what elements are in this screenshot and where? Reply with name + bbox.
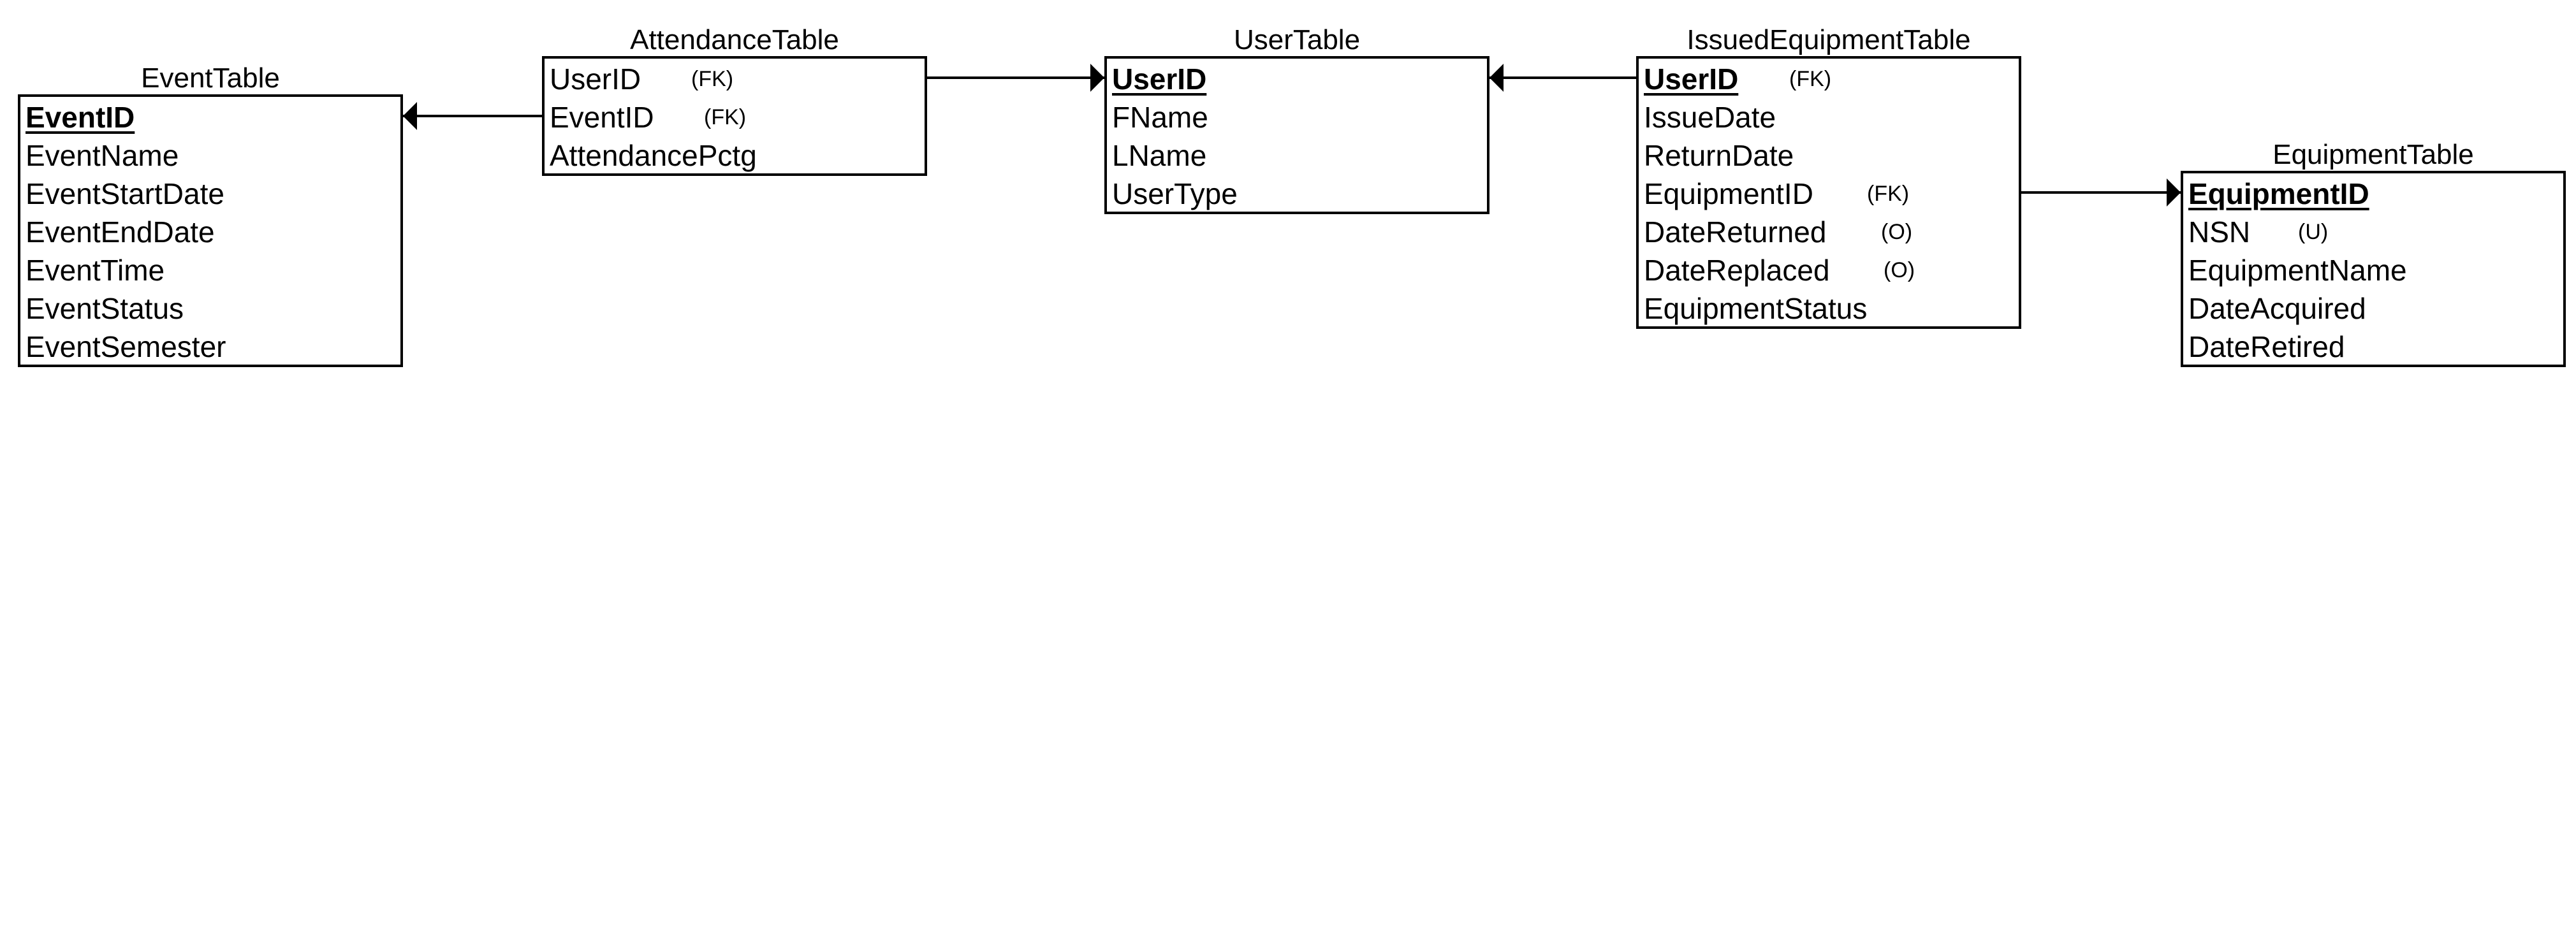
event-field-row[interactable]: EventEndDate	[20, 213, 400, 251]
field-name: AttendancePctg	[550, 139, 757, 172]
field-name: NSN	[2188, 215, 2251, 249]
event-table-title: EventTable	[141, 62, 280, 94]
field-constraint-marker: (FK)	[691, 67, 734, 91]
field-name: ReturnDate	[1644, 139, 1794, 172]
attendance-field-row[interactable]: UserID (FK)	[545, 60, 925, 98]
field-name: LName	[1112, 139, 1207, 172]
equipment-field-row[interactable]: NSN (U)	[2183, 213, 2563, 251]
issued-field-row[interactable]: EquipmentID (FK)	[1639, 175, 2019, 213]
attendance-field-row[interactable]: AttendancePctg	[545, 136, 925, 175]
field-name: EquipmentStatus	[1644, 292, 1868, 325]
user-field-row[interactable]: UserType	[1107, 175, 1487, 213]
field-name: EventStatus	[26, 292, 184, 325]
field-constraint-marker: (O)	[1884, 258, 1915, 282]
equipment-field-row[interactable]: DateAcquired	[2183, 289, 2563, 328]
field-name: EventEndDate	[26, 215, 215, 249]
primary-key-field-name: UserID	[1112, 62, 1207, 96]
issued-field-row[interactable]: EquipmentStatus	[1639, 289, 2019, 328]
issued-field-row[interactable]: ReturnDate	[1639, 136, 2019, 175]
issued-field-row[interactable]: DateReplaced (O)	[1639, 251, 2019, 289]
field-constraint-marker: (FK)	[704, 105, 747, 129]
field-constraint-marker: (O)	[1881, 220, 1913, 244]
equipment-field-row[interactable]: EquipmentID	[2183, 175, 2563, 213]
field-name: DateReplaced	[1644, 254, 1830, 287]
field-name: IssueDate	[1644, 101, 1776, 134]
field-name: EquipmentName	[2188, 254, 2407, 287]
field-constraint-marker: (FK)	[1789, 67, 1832, 91]
issued-field-row[interactable]: UserID (FK)	[1639, 60, 2019, 98]
user-field-row[interactable]: UserID	[1107, 60, 1487, 98]
issued-table-title: IssuedEquipmentTable	[1687, 24, 1971, 55]
field-name: UserID	[550, 62, 641, 96]
event-field-row[interactable]: EventTime	[20, 251, 400, 289]
event-field-row[interactable]: EventStatus	[20, 289, 400, 328]
primary-key-field-name: UserID	[1644, 62, 1739, 96]
event-field-row[interactable]: EventSemester	[20, 328, 400, 366]
event-field-row[interactable]: EventID	[20, 98, 400, 136]
event-field-row[interactable]: EventStartDate	[20, 175, 400, 213]
user-table-title: UserTable	[1233, 24, 1361, 55]
field-name: DateRetired	[2188, 330, 2345, 363]
field-name: EventID	[550, 101, 654, 134]
field-name: DateReturned	[1644, 215, 1827, 249]
field-name: FName	[1112, 101, 1208, 134]
user-field-row[interactable]: FName	[1107, 98, 1487, 136]
field-name: UserType	[1112, 177, 1238, 210]
issued-field-row[interactable]: IssueDate	[1639, 98, 2019, 136]
equipment-field-row[interactable]: EquipmentName	[2183, 251, 2563, 289]
relationship-arrowhead	[403, 102, 417, 130]
field-name: DateAcquired	[2188, 292, 2366, 325]
field-constraint-marker: (FK)	[1867, 182, 1910, 206]
field-name: EventSemester	[26, 330, 226, 363]
primary-key-field-name: EquipmentID	[2188, 177, 2369, 210]
user-field-row[interactable]: LName	[1107, 136, 1487, 175]
primary-key-field-name: EventID	[26, 101, 135, 134]
relationship-arrowhead	[1090, 64, 1104, 92]
equipment-table-title: EquipmentTable	[2272, 139, 2474, 170]
field-name: EquipmentID	[1644, 177, 1813, 210]
attendance-table[interactable]: UserID (FK) EventID (FK) AttendancePctg	[542, 56, 927, 176]
field-name: EventName	[26, 139, 179, 172]
attendance-field-row[interactable]: EventID (FK)	[545, 98, 925, 136]
event-field-row[interactable]: EventName	[20, 136, 400, 175]
equipment-field-row[interactable]: DateRetired	[2183, 328, 2563, 366]
field-constraint-marker: (U)	[2298, 220, 2329, 244]
relationship-arrowhead	[2167, 178, 2181, 207]
relationship-arrowhead	[1489, 64, 1504, 92]
attendance-table-title: AttendanceTable	[630, 24, 839, 55]
field-name: EventTime	[26, 254, 165, 287]
issued-field-row[interactable]: DateReturned (O)	[1639, 213, 2019, 251]
field-name: EventStartDate	[26, 177, 224, 210]
